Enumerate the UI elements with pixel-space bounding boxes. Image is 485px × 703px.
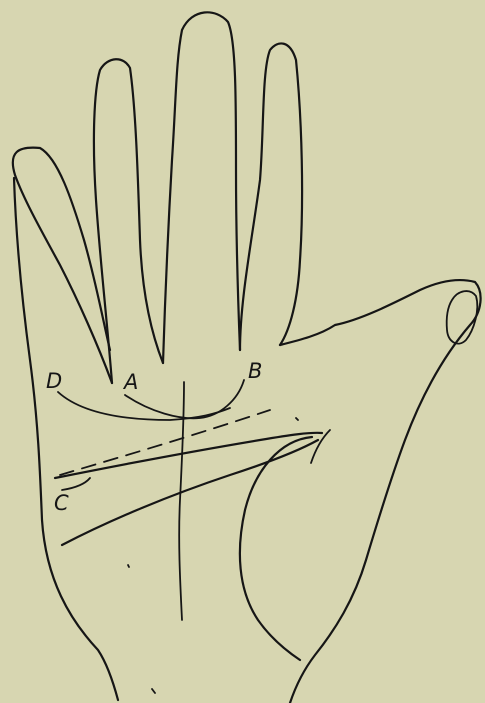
hand-outline-left bbox=[13, 148, 118, 700]
label-d: D bbox=[46, 369, 62, 393]
label-c: C bbox=[54, 491, 69, 515]
thumb-mount-line bbox=[240, 437, 312, 660]
thumb-outline bbox=[280, 280, 481, 703]
middle-finger-outline bbox=[163, 12, 240, 363]
label-a: A bbox=[122, 370, 138, 394]
thumb-fold-line bbox=[311, 430, 330, 463]
ring-finger-outline bbox=[94, 59, 163, 383]
lower-palm-line bbox=[62, 440, 318, 545]
line-c-inner bbox=[62, 478, 90, 490]
label-b: B bbox=[248, 359, 262, 383]
index-finger-outline bbox=[240, 43, 302, 350]
